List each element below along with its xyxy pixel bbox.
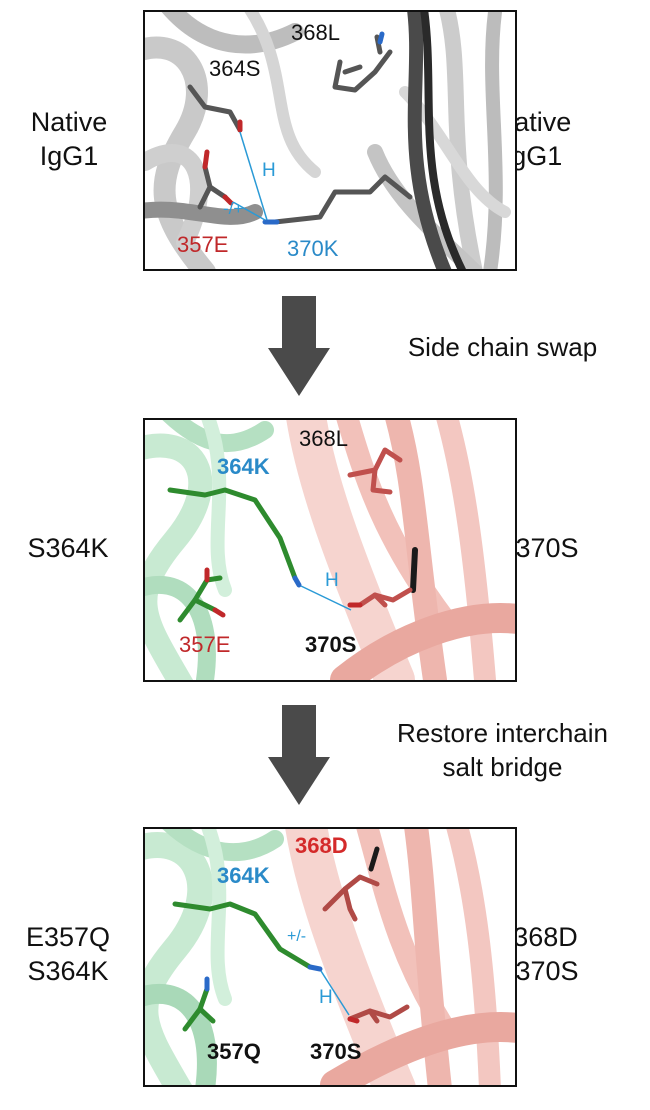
panel3-charge-label: +/- bbox=[287, 928, 307, 945]
panel3-restored-structure: 368D 364K +/- H 357Q 370S bbox=[143, 827, 517, 1087]
panel3-green-side-chains bbox=[172, 901, 313, 1032]
panel1-charge-label: -/+ bbox=[223, 199, 244, 218]
panel2-label-364: 364K bbox=[217, 454, 270, 479]
panel1-interaction-lines bbox=[232, 131, 268, 221]
panel1-label-368: 368L bbox=[291, 20, 340, 45]
panel1-left-label-line1: Native bbox=[30, 107, 108, 137]
panel1-atom-highlights bbox=[202, 31, 385, 225]
panel3-atom-highlights bbox=[204, 964, 360, 1024]
panel3-left-label-line1: E357Q bbox=[25, 922, 111, 952]
panel2-pink-side-chains bbox=[347, 447, 413, 608]
panel2-left-label: S364K bbox=[8, 531, 128, 565]
panel3-left-label: E357Q S364K bbox=[6, 920, 130, 988]
panel3-label-357: 357Q bbox=[207, 1039, 261, 1064]
panel3-label-370: 370S bbox=[310, 1039, 362, 1064]
step2-arrow bbox=[268, 705, 330, 805]
panel1-background-ribbons bbox=[145, 12, 511, 269]
panel1-native-structure: 368L 364S H -/+ 357E 370K bbox=[143, 10, 517, 271]
panel1-label-357: 357E bbox=[177, 232, 229, 257]
panel3-h-bond-label: H bbox=[319, 987, 333, 1008]
panel3-h-bond-line bbox=[320, 970, 350, 1016]
panel1-left-label-line2: IgG1 bbox=[39, 141, 99, 171]
panel2-green-side-chains bbox=[167, 487, 298, 623]
panel1-h-bond-label: H bbox=[262, 160, 276, 181]
step2-label: Restore interchain salt bridge bbox=[360, 716, 645, 784]
panel3-label-368: 368D bbox=[295, 833, 348, 858]
step1-arrow bbox=[268, 296, 330, 396]
panel1-label-370: 370K bbox=[287, 236, 339, 261]
panel1-structure-svg bbox=[145, 12, 511, 269]
panel3-pink-side-chains bbox=[322, 874, 410, 1024]
step1-label: Side chain swap bbox=[370, 330, 635, 364]
step2-label-line1: Restore interchain bbox=[397, 718, 608, 748]
panel2-h-bond-line bbox=[300, 585, 352, 611]
panel2-label-368: 368L bbox=[299, 426, 348, 451]
panel1-left-label: Native IgG1 bbox=[14, 105, 124, 173]
panel3-structure-svg bbox=[145, 829, 515, 1085]
panel2-label-357: 357E bbox=[179, 632, 231, 657]
panel2-atom-highlights bbox=[204, 567, 363, 618]
panel3-left-label-line2: S364K bbox=[27, 956, 109, 986]
panel2-label-370: 370S bbox=[305, 632, 357, 657]
panel2-background-ribbons bbox=[145, 420, 515, 680]
panel3-label-364: 364K bbox=[217, 863, 270, 888]
panel2-h-bond-label: H bbox=[325, 570, 339, 591]
panel2-left-label-line1: S364K bbox=[27, 533, 109, 563]
panel3-background-ribbons bbox=[145, 829, 515, 1085]
panel2-structure-svg bbox=[145, 420, 515, 680]
step2-label-line2: salt bridge bbox=[442, 752, 563, 782]
panel1-side-chains bbox=[187, 34, 413, 225]
panel1-label-364: 364S bbox=[209, 56, 261, 81]
panel2-swap-structure: 368L 364K H 357E 370S bbox=[143, 418, 517, 682]
step1-label-line1: Side chain swap bbox=[407, 332, 598, 362]
